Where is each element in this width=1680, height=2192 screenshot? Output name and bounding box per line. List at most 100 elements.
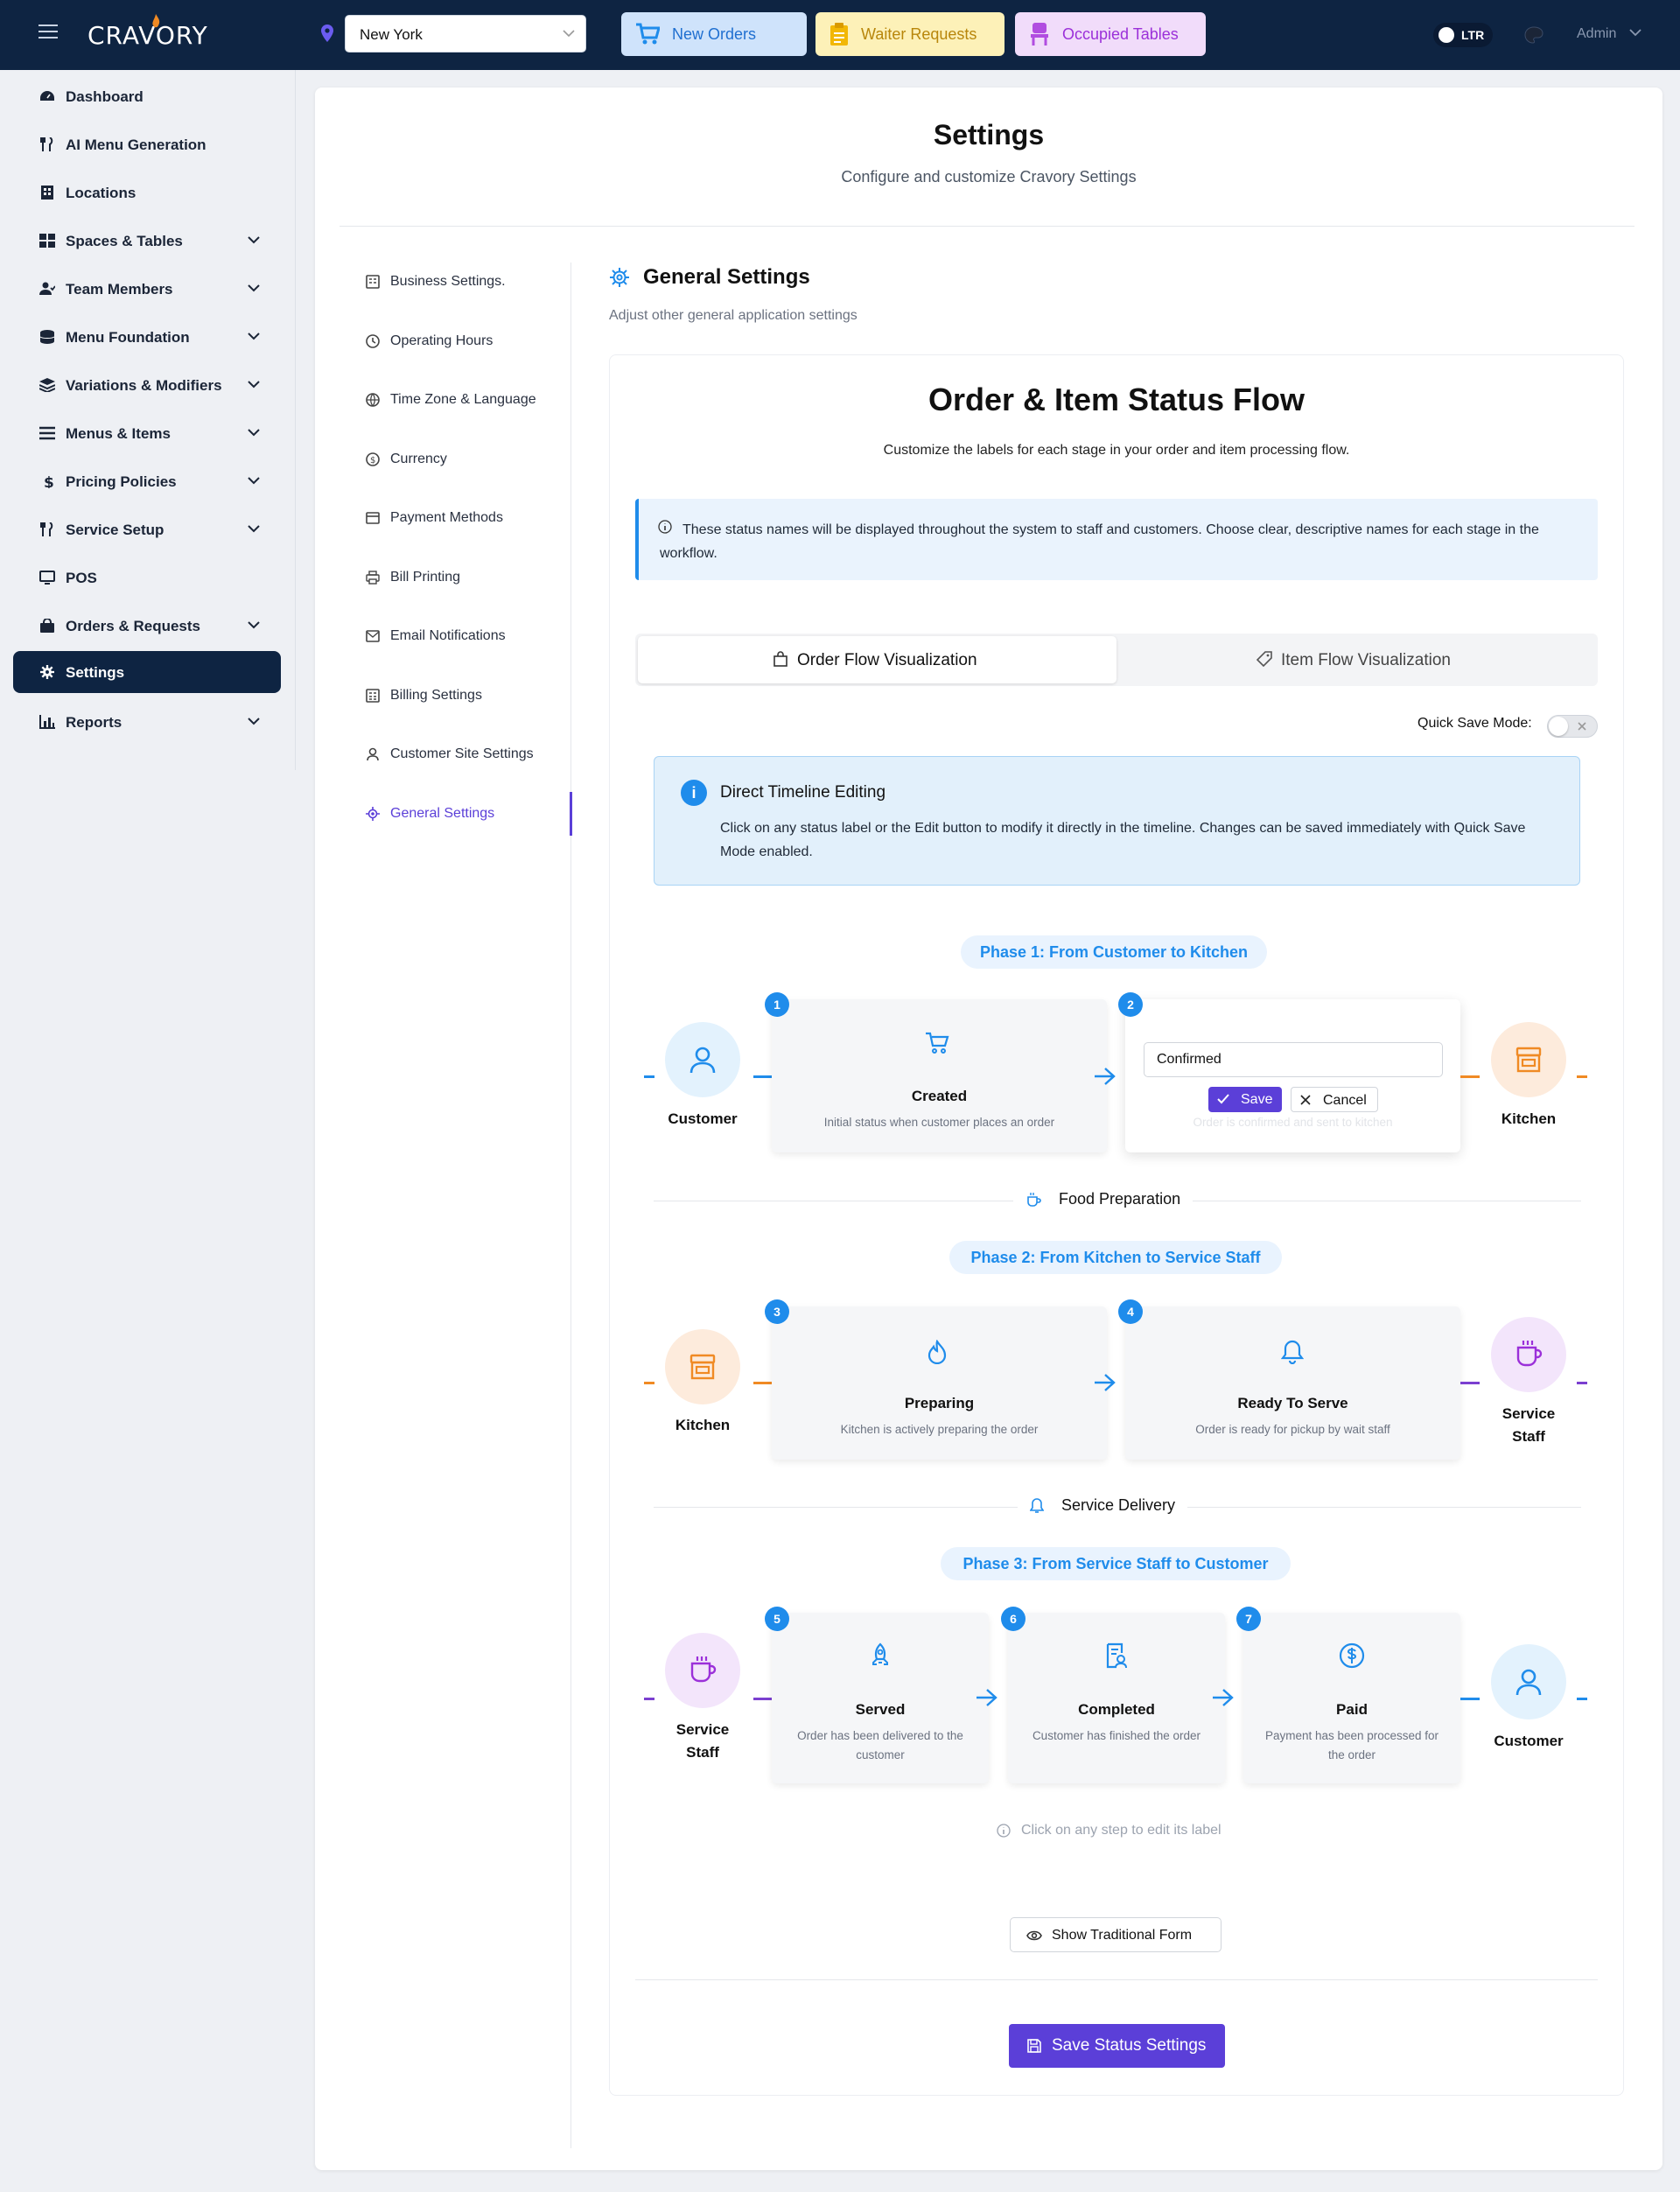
- user-icon: [1516, 1669, 1542, 1696]
- sidebar-item-pos[interactable]: POS: [13, 557, 281, 599]
- sidebar-item-variations-modifiers[interactable]: Variations & Modifiers: [13, 364, 281, 406]
- sidebar-item-ai-menu-generation[interactable]: AI Menu Generation: [13, 123, 281, 165]
- globe-icon: [366, 393, 380, 407]
- settings-nav-operating-hours[interactable]: Operating Hours: [366, 333, 493, 349]
- flow-subtitle: Customize the labels for each stage in y…: [883, 443, 1350, 458]
- step-card-ready-to-serve[interactable]: Ready To Serve Order is ready for pickup…: [1125, 1306, 1460, 1460]
- palette-icon[interactable]: [1524, 26, 1544, 44]
- step-title: Completed: [1078, 1701, 1155, 1718]
- flow-connector: [753, 1075, 773, 1078]
- settings-nav-customer-site[interactable]: Customer Site Settings: [366, 746, 534, 762]
- step-number-badge: 3: [765, 1299, 789, 1324]
- tab-item-flow[interactable]: Item Flow Visualization: [1116, 636, 1595, 683]
- step-card-paid[interactable]: Paid Payment has been processed for the …: [1243, 1613, 1460, 1783]
- step-description: Order has been delivered to the customer: [797, 1729, 963, 1761]
- settings-nav-label: Time Zone & Language: [390, 392, 536, 407]
- sidebar-item-label: Reports: [66, 714, 122, 731]
- step-card-completed[interactable]: Completed Customer has finished the orde…: [1008, 1613, 1225, 1783]
- occupied-tables-button[interactable]: Occupied Tables: [1015, 12, 1206, 56]
- settings-nav-business[interactable]: Business Settings.: [366, 274, 506, 290]
- sidebar-item-locations[interactable]: Locations: [13, 172, 281, 214]
- currency-icon: $: [366, 452, 380, 466]
- direct-edit-banner: i Direct Timeline Editing Click on any s…: [654, 756, 1580, 886]
- mail-icon: [366, 630, 380, 642]
- step-card-created[interactable]: Created Initial status when customer pla…: [772, 999, 1107, 1152]
- settings-nav-label: Operating Hours: [390, 333, 494, 348]
- step-card-served[interactable]: Served Order has been delivered to the c…: [772, 1613, 989, 1783]
- save-status-settings-button[interactable]: Save Status Settings: [1009, 2024, 1225, 2068]
- settings-nav-label: General Settings: [390, 806, 495, 821]
- save-label-button[interactable]: Save: [1208, 1087, 1282, 1112]
- gauge-icon: [40, 91, 54, 101]
- settings-nav-payment-methods[interactable]: Payment Methods: [366, 510, 503, 526]
- settings-nav-label: Bill Printing: [390, 570, 461, 585]
- chevron-down-icon: [248, 525, 260, 533]
- sidebar-item-pricing-policies[interactable]: $ Pricing Policies: [13, 460, 281, 502]
- customer-node-label: Customer: [668, 1110, 738, 1127]
- step-label-input[interactable]: [1144, 1042, 1443, 1077]
- close-icon: [1578, 722, 1586, 731]
- step-card-confirmed-editing[interactable]: Order is confirmed and sent to kitchen S…: [1125, 999, 1460, 1152]
- sidebar-item-spaces-tables[interactable]: Spaces & Tables: [13, 220, 281, 262]
- settings-nav-email-notifications[interactable]: Email Notifications: [366, 628, 506, 644]
- step-number-badge: 1: [765, 992, 789, 1017]
- flow-connector: [644, 1075, 654, 1078]
- show-traditional-form-button[interactable]: Show Traditional Form: [1010, 1917, 1222, 1952]
- flame-logo-icon: [152, 14, 160, 28]
- gear-icon: [366, 807, 380, 821]
- quick-save-toggle[interactable]: [1547, 715, 1598, 738]
- settings-nav-label: Payment Methods: [390, 510, 503, 525]
- step-number-badge: 4: [1118, 1299, 1143, 1324]
- food-preparation-separator: Food Preparation: [1013, 1190, 1194, 1208]
- storefront-icon: [1516, 1047, 1542, 1073]
- waiter-requests-button[interactable]: Waiter Requests: [816, 12, 1004, 56]
- settings-nav-general[interactable]: General Settings: [366, 806, 494, 822]
- ltr-toggle[interactable]: LTR: [1433, 23, 1493, 47]
- chevron-down-icon: [248, 621, 260, 629]
- sidebar-item-reports[interactable]: Reports: [13, 701, 281, 743]
- flow-connector: [1460, 1698, 1480, 1700]
- step-number-badge: 6: [1001, 1607, 1026, 1631]
- sidebar-item-label: Settings: [66, 664, 125, 681]
- menu-toggle-icon[interactable]: [38, 25, 58, 40]
- tab-order-flow[interactable]: Order Flow Visualization: [638, 636, 1116, 683]
- location-select[interactable]: New York: [345, 15, 586, 53]
- app-logo[interactable]: CRAVORY: [88, 21, 208, 50]
- bar-chart-icon: [39, 715, 55, 729]
- clipboard-icon: [830, 23, 848, 46]
- info-text: These status names will be displayed thr…: [660, 522, 1539, 561]
- new-orders-button[interactable]: New Orders: [621, 12, 807, 56]
- step-description: Order is confirmed and sent to kitchen: [1193, 1116, 1393, 1129]
- sidebar-item-service-setup[interactable]: Service Setup: [13, 508, 281, 550]
- settings-nav-currency[interactable]: $ Currency: [366, 452, 447, 467]
- location-pin-icon: [321, 25, 333, 42]
- utensils-icon: [40, 137, 53, 151]
- cancel-label-button[interactable]: Cancel: [1291, 1087, 1378, 1112]
- section-title: General Settings: [643, 265, 810, 289]
- storefront-icon: [690, 1354, 716, 1380]
- admin-menu[interactable]: Admin: [1577, 26, 1617, 41]
- step-card-preparing[interactable]: Preparing Kitchen is actively preparing …: [772, 1306, 1107, 1460]
- flow-title: Order & Item Status Flow: [928, 382, 1306, 417]
- sidebar-item-menu-foundation[interactable]: Menu Foundation: [13, 316, 281, 358]
- flow-connector: [753, 1698, 773, 1700]
- sidebar-item-menus-items[interactable]: Menus & Items: [13, 412, 281, 454]
- sidebar-item-settings[interactable]: Settings: [13, 651, 281, 693]
- section-subtitle: Adjust other general application setting…: [609, 308, 858, 323]
- settings-nav-timezone[interactable]: Time Zone & Language: [366, 392, 536, 408]
- sidebar-item-team-members[interactable]: Team Members: [13, 268, 281, 310]
- sidebar-item-dashboard[interactable]: Dashboard: [13, 75, 281, 117]
- coffee-cup-icon: [1516, 1341, 1543, 1367]
- step-title: Preparing: [904, 1395, 975, 1411]
- step-description: Initial status when customer places an o…: [823, 1116, 1055, 1129]
- chevron-down-icon: [563, 30, 575, 38]
- quick-save-label: Quick Save Mode:: [1418, 716, 1532, 731]
- settings-nav-bill-printing[interactable]: Bill Printing: [366, 570, 460, 585]
- flow-connector: [1577, 1698, 1587, 1700]
- kitchen-node-label: Kitchen: [1501, 1110, 1557, 1127]
- sidebar-item-orders-requests[interactable]: Orders & Requests: [13, 605, 281, 647]
- settings-nav-divider: [570, 263, 571, 2148]
- settings-nav-billing[interactable]: Billing Settings: [366, 688, 482, 704]
- sidebar-item-label: Spaces & Tables: [66, 233, 183, 249]
- bag-icon: [774, 651, 788, 667]
